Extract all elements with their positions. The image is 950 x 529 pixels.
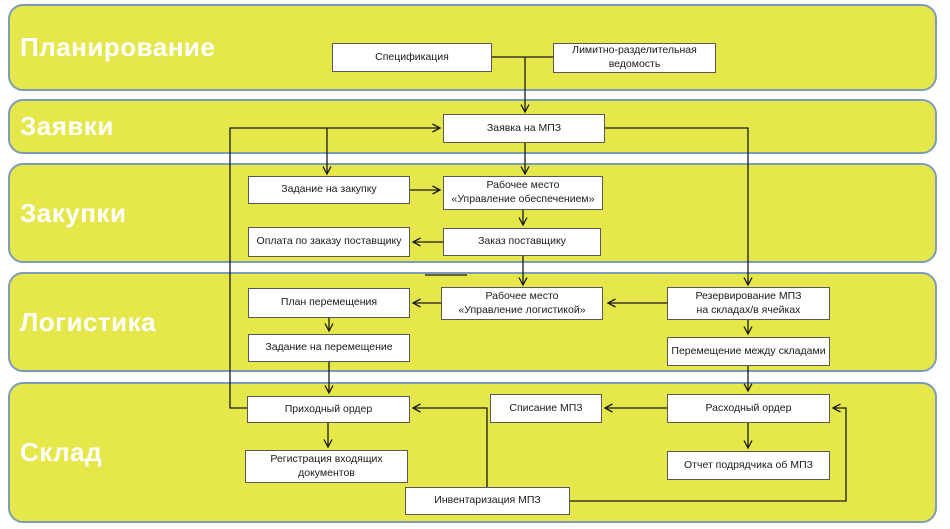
lane-label-zakupki: Закупки bbox=[20, 197, 127, 228]
node-spisanie-mpz: Списание МПЗ bbox=[490, 394, 602, 423]
lane-label-zayavki: Заявки bbox=[20, 111, 114, 141]
node-limitno-razdelitelnaya-vedomost: Лимитно-разделительная ведомость bbox=[553, 43, 716, 73]
node-plan-peremeshcheniya: План перемещения bbox=[248, 288, 410, 318]
node-peremeshchenie-mezhdu-skladami: Перемещение между складами bbox=[667, 337, 830, 366]
node-rashodny-order: Расходный ордер bbox=[667, 394, 830, 423]
lane-label-sklad: Склад bbox=[20, 437, 103, 467]
node-zayavka-na-mpz: Заявка на МПЗ bbox=[443, 114, 605, 143]
node-zadanie-na-zakupku: Задание на закупку bbox=[248, 176, 410, 204]
node-rezervirovanie-mpz: Резервирование МПЗ на складах/в ячейках bbox=[667, 287, 830, 320]
node-inventarizatsiya-mpz: Инвентаризация МПЗ bbox=[405, 487, 570, 515]
node-rm-upravlenie-obespecheniem: Рабочее место «Управление обеспечением» bbox=[443, 176, 603, 210]
lane-label-logistika: Логистика bbox=[20, 306, 157, 337]
node-oplata-po-zakazu-postavshchiku: Оплата по заказу поставщику bbox=[248, 227, 410, 257]
lane-planirovanie: Планирование bbox=[8, 4, 937, 91]
node-otchet-podryadchika-ob-mpz: Отчет подрядчика об МПЗ bbox=[667, 451, 830, 480]
node-specifikatsiya: Спецификация bbox=[332, 43, 492, 72]
lane-label-planirovanie: Планирование bbox=[20, 32, 216, 62]
node-registratsiya-vkhodyashchikh: Регистрация входящих документов bbox=[245, 450, 408, 483]
node-zadanie-na-peremeshchenie: Задание на перемещение bbox=[248, 334, 410, 362]
node-rm-upravlenie-logistikoy: Рабочее место «Управление логистикой» bbox=[441, 287, 603, 320]
node-prihodny-order: Приходный ордер bbox=[247, 396, 410, 423]
node-zakaz-postavshchiku: Заказ поставщику bbox=[443, 228, 601, 256]
